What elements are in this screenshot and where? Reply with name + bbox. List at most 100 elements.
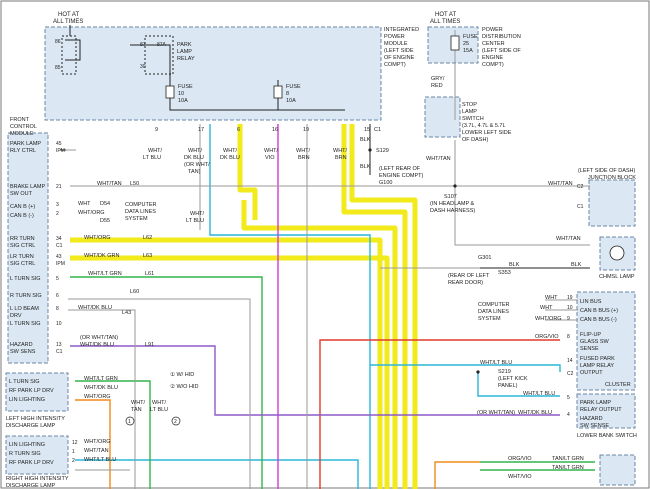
l62-color: WHT/ORG — [84, 235, 111, 241]
pin-c2b: C2 — [567, 371, 574, 377]
rhid-label-2: DISCHARGE LAMP — [6, 483, 56, 489]
fcm-labels: FRONT CONTROL MODULE PARK LAMP RLY CTRL … — [10, 117, 65, 355]
fuse8-line2: 8 — [286, 91, 289, 97]
g100-3: G100 — [379, 180, 392, 186]
fuse10-line3: 10A — [178, 98, 188, 104]
pdc-title-3: CENTER — [482, 41, 505, 47]
fuse25-line2: 25 — [463, 41, 469, 47]
lin-bus: LIN BUS — [580, 299, 602, 305]
pdc-title-5: ENGINE — [482, 55, 503, 61]
w6-1: WHT/ — [333, 148, 348, 154]
pin-8: 8 — [567, 334, 570, 340]
fuse10-line1: FUSE — [178, 84, 193, 90]
legend-1: ① W/ HID — [170, 372, 194, 378]
flipup-1: FLIP-UP — [580, 332, 601, 338]
fcm-pin-ipm1: IPM — [56, 148, 65, 154]
fuse8-line1: FUSE — [286, 84, 301, 90]
s107-3: DASH HARNESS) — [430, 208, 475, 214]
tlg-2: TAN/LT GRN — [552, 465, 584, 471]
fcm-hazard-2: SW SENS — [10, 349, 36, 355]
wire-yellow-f — [70, 255, 390, 489]
s219-2: (LEFT KICK — [498, 376, 528, 382]
pin-87: 87 — [140, 42, 146, 48]
w2-3: (OR WHT/ — [184, 162, 210, 168]
w2-4: TAN) — [188, 169, 201, 175]
pdc-group: HOT AT ALL TIMES FUSE 25 15A POWER DISTR… — [426, 12, 521, 162]
l91-code: L91 — [145, 342, 154, 348]
cluster-label: CLUSTER — [605, 382, 631, 388]
ipm-title-2: POWER — [384, 34, 405, 40]
s107-2: (IN HEADLAMP & — [430, 201, 475, 207]
jb-1: (LEFT SIDE OF DASH) — [578, 168, 636, 174]
s129: S129 — [376, 148, 389, 154]
stop-2: LAMP — [462, 109, 477, 115]
wire-gray-chmsl — [454, 186, 590, 246]
blk-top: BLK — [360, 137, 371, 143]
l91-color: WHT/DK BLU — [80, 342, 114, 348]
w2-2: DK BLU — [184, 155, 204, 161]
w5-1: WHT/ — [296, 148, 311, 154]
cav-15: 15 — [364, 127, 370, 133]
cdl-right-1: COMPUTER — [478, 302, 510, 308]
wire-relay-out — [130, 44, 345, 111]
d55-code: D55 — [100, 218, 110, 224]
cav-6: 6 — [237, 127, 240, 133]
hazsense-1: HAZARD — [580, 416, 603, 422]
cdl-left-1: COMPUTER — [125, 202, 157, 208]
fuse25-line1: FUSE — [463, 34, 478, 40]
fcm-title-3: MODULE — [10, 131, 34, 137]
can-bus-h: CAN B BUS (+) — [580, 308, 618, 314]
circ-2: 2 — [174, 419, 177, 425]
fcm-rr-1: RR TURN — [10, 236, 35, 242]
right-hid-box — [5, 435, 69, 475]
gry-red-2: RED — [431, 83, 443, 89]
fcm-can-l: CAN B (-) — [10, 213, 34, 219]
orange-wires — [75, 399, 480, 489]
s219-1: S219 — [498, 369, 511, 375]
fcm-park-2: RLY CTRL — [10, 148, 36, 154]
w4-2: VIO — [265, 155, 275, 161]
hot-right-line2: ALL TIMES — [430, 19, 460, 25]
pdc-title-4: (LEFT SIDE OF — [482, 48, 521, 54]
g301-3: REAR DOOR) — [448, 280, 483, 286]
stop-4: (3.7L, 4.7L & 5.7L — [462, 123, 506, 129]
g100-1: (LEFT REAR OF — [379, 166, 421, 172]
relay-label-3: RELAY — [177, 56, 195, 62]
cluster-box — [576, 291, 636, 391]
tlg-1: TAN/LT GRN — [552, 456, 584, 462]
fcm-pin-3: 3 — [56, 202, 59, 208]
wire-orange-b — [434, 461, 480, 489]
rhid-num-3: 2 — [72, 458, 75, 464]
lhid-label-1: LEFT HIGH INTENSITY — [6, 416, 65, 422]
cdl-right-2: DATA LINES — [478, 309, 509, 315]
stop-switch-box — [424, 96, 461, 138]
cav-16: 16 — [272, 127, 278, 133]
top-wire-labels: WHT/ LT BLU WHT/ DK BLU (OR WHT/ TAN) WH… — [143, 137, 423, 186]
hot-right-line1: HOT AT — [435, 12, 456, 18]
fcm-hazard-1: HAZARD — [10, 342, 33, 348]
flipup-3: SENSE — [580, 346, 599, 352]
stop-wire: WHT/TAN — [426, 156, 451, 162]
chmsl-wire: WHT/TAN — [556, 236, 581, 242]
lhid-wire-2: WHT/DK BLU — [84, 385, 118, 391]
w3-1: WHT/ — [223, 148, 238, 154]
fcm-pin-5: 5 — [56, 276, 59, 282]
fcm-lr-2: SIG CTRL — [10, 261, 35, 267]
fcm-lo-1: L LO BEAM — [10, 306, 39, 312]
fcm-title-1: FRONT — [10, 117, 30, 123]
wire-yellow-e — [70, 237, 383, 489]
d55-color: WHT/ORG — [78, 210, 105, 216]
cav-9: 9 — [155, 127, 158, 133]
fcm-r-turn: R TURN SIG — [10, 293, 42, 299]
w5-2: BRN — [298, 155, 310, 161]
fcm-pin-43: 43 — [56, 254, 62, 260]
green-wires — [70, 276, 595, 489]
fuse10-line2: 10 — [178, 91, 184, 97]
lhid-wire-3: WHT/ORG — [84, 394, 111, 400]
fuse25-line3: 15A — [463, 48, 473, 54]
s353: S353 — [498, 270, 511, 276]
wire-relay-coil — [65, 39, 81, 61]
wire-red-a — [319, 339, 560, 489]
fcm-l-turn2: L TURN SIG — [10, 321, 41, 327]
wht-tan-2: TAN — [131, 407, 142, 413]
